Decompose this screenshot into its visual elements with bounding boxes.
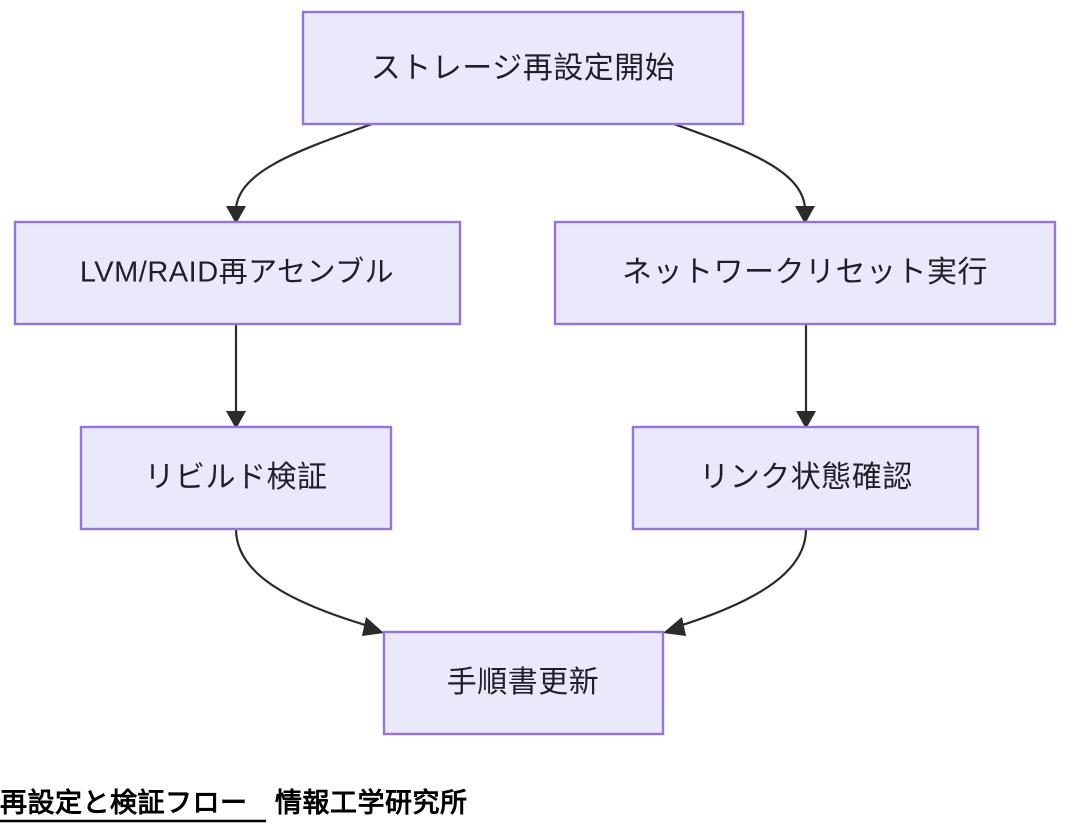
edge-start-to-lvm-raid [226, 122, 373, 224]
node-network-reset-box[interactable] [553, 220, 1057, 326]
node-network-reset[interactable]: ネットワークリセット実行 [553, 220, 1057, 326]
edge-layer [226, 122, 816, 636]
edge-path-start-network [673, 122, 807, 209]
node-start[interactable]: ストレージ再設定開始 [301, 10, 745, 126]
node-procedure-update-box[interactable] [382, 630, 665, 736]
edge-path-link-procedure [675, 528, 808, 629]
node-link-status[interactable]: リンク状態確認 [631, 425, 980, 531]
edge-path-start-lvm [234, 122, 373, 209]
arrowhead-link-status [796, 411, 816, 429]
node-procedure-update[interactable]: 手順書更新 [382, 630, 665, 736]
node-lvm-raid[interactable]: LVM/RAID再アセンブル [13, 220, 462, 326]
node-start-box[interactable] [301, 10, 745, 126]
node-lvm-raid-label: LVM/RAID再アセンブル [80, 256, 394, 289]
arrowhead-lvm-raid [226, 206, 246, 224]
arrowhead-procedure-update-right [663, 617, 686, 636]
caption-group: 再設定と検証フロー 情報工学研究所 [0, 787, 468, 823]
node-rebuild-verify[interactable]: リビルド検証 [79, 425, 393, 531]
node-layer: ストレージ再設定開始 LVM/RAID再アセンブル ネットワークリセット実行 リ… [13, 10, 1057, 736]
node-link-status-box[interactable] [631, 425, 980, 531]
node-procedure-update-label: 手順書更新 [447, 666, 600, 699]
node-rebuild-verify-box[interactable] [79, 425, 393, 531]
edge-rebuild-verify-to-procedure-update [234, 528, 384, 636]
edge-path-rebuild-procedure [234, 528, 373, 629]
node-link-status-label: リンク状態確認 [699, 461, 913, 494]
node-network-reset-label: ネットワークリセット実行 [622, 256, 988, 289]
arrowhead-rebuild-verify [226, 411, 246, 429]
edge-link-status-to-procedure-update [663, 528, 808, 636]
edge-network-reset-to-link-status [796, 324, 816, 429]
arrowhead-procedure-update-left [362, 617, 384, 636]
edge-lvm-raid-to-rebuild-verify [226, 324, 246, 429]
node-rebuild-verify-label: リビルド検証 [145, 461, 328, 494]
caption-text: 再設定と検証フロー 情報工学研究所 [0, 787, 468, 818]
node-lvm-raid-box[interactable] [13, 220, 462, 326]
arrowhead-network-reset [795, 206, 815, 224]
edge-start-to-network-reset [673, 122, 815, 224]
node-start-label: ストレージ再設定開始 [371, 52, 675, 85]
